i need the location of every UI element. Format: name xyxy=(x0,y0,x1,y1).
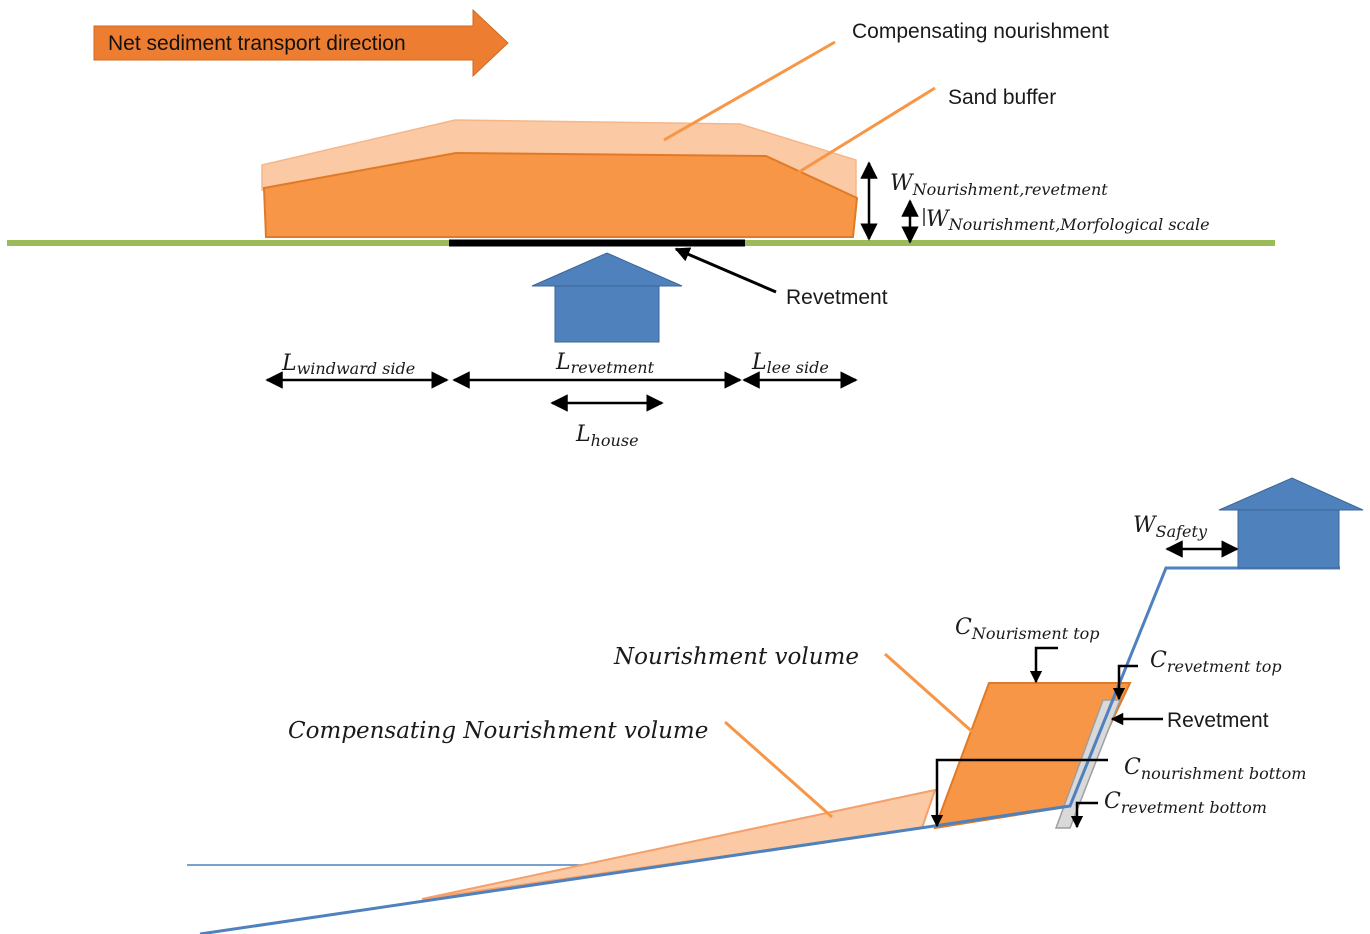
c-nourishment-bottom-label: Cnourishment bottom xyxy=(1124,755,1306,783)
house-icon xyxy=(1218,477,1364,569)
compensating-nourishment-label: Compensating nourishment xyxy=(852,20,1109,43)
plan-view: Net sediment transport direction Compens… xyxy=(7,8,1275,450)
cross-section: WSafety CNourisment top Crevetment top N… xyxy=(187,477,1364,934)
transport-direction-arrow: Net sediment transport direction xyxy=(93,8,509,78)
c-nourisment-top-marker xyxy=(1029,646,1058,684)
revetment-section-label: Revetment xyxy=(1167,709,1269,732)
compensating-nourishment-pointer xyxy=(663,40,836,142)
c-revetment-top-label: Crevetment top xyxy=(1150,648,1282,676)
sand-buffer-pointer xyxy=(756,86,936,200)
compensating-volume-label: Compensating Nourishment volume xyxy=(288,718,708,744)
transport-direction-label: Net sediment transport direction xyxy=(108,32,406,55)
c-revetment-top-marker xyxy=(1112,664,1138,701)
l-house-label: Lhouse xyxy=(575,422,639,450)
nourishment-volume-label: Nourishment volume xyxy=(613,644,859,670)
sand-buffer-label: Sand buffer xyxy=(948,86,1056,109)
compensating-volume-shape xyxy=(421,788,937,900)
c-nourisment-top-label: CNourisment top xyxy=(955,615,1100,643)
l-windward-label: Lwindward side xyxy=(281,351,415,378)
house-icon xyxy=(531,252,683,343)
w-safety-label: WSafety xyxy=(1133,513,1208,541)
w-nourishment-morfological-label: WNourishment,Morfological scale xyxy=(926,207,1210,234)
nourishment-volume-pointer xyxy=(884,652,996,754)
c-nourishment-bottom-marker xyxy=(930,758,1108,828)
revetment-pointer xyxy=(674,247,777,294)
seabed-profile xyxy=(199,566,1340,934)
c-revetment-bottom-label: Crevetment bottom xyxy=(1104,789,1267,817)
c-revetment-bottom-marker xyxy=(1070,801,1098,829)
l-revetment-label: Lrevetment xyxy=(555,350,655,377)
sand-buffer-shape xyxy=(262,151,859,238)
revetment-label: Revetment xyxy=(786,286,888,309)
l-lee-label: Llee side xyxy=(751,350,829,377)
w-nourishment-revetment-label: WNourishment,revetment xyxy=(890,171,1108,199)
compensating-volume-pointer xyxy=(724,720,833,819)
